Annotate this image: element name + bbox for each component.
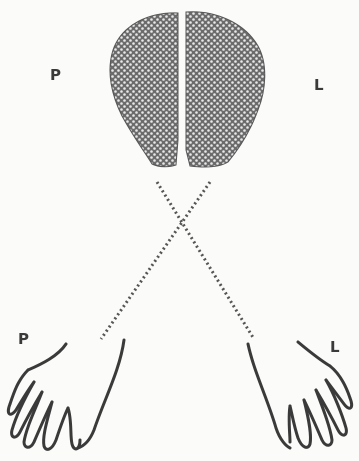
brain-left-hemisphere [110, 13, 178, 167]
right-hand-icon [248, 342, 352, 448]
label-top-right: L [314, 78, 324, 93]
label-bottom-right: L [330, 340, 340, 355]
pathway-right-hemisphere-to-left-hand [101, 182, 210, 339]
brain-right-hemisphere [186, 12, 265, 167]
label-bottom-left: P [18, 332, 29, 347]
label-top-left: P [50, 68, 61, 83]
pathway-left-hemisphere-to-right-hand [157, 182, 254, 339]
left-hand-icon [8, 340, 124, 449]
